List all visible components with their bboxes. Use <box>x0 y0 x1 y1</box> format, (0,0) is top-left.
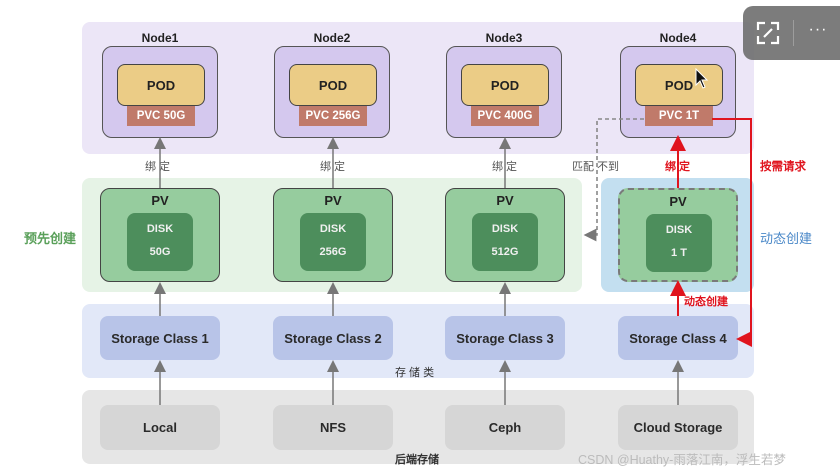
storage-class-band-label: 存 储 类 <box>395 367 435 379</box>
watermark: CSDN @Huathy-雨落江南，浮生若梦 <box>578 453 786 467</box>
disk-label: DISK <box>491 223 519 235</box>
disk: DISK 1 T <box>646 214 712 272</box>
node-title: Node3 <box>485 31 523 45</box>
disk-label: DISK <box>146 223 174 235</box>
node-box: POD PVC 400G <box>446 46 562 138</box>
node-title: Node4 <box>659 31 697 45</box>
pv-box: PV DISK 256G <box>273 188 393 282</box>
disk-size: 256G <box>319 246 347 258</box>
pod: POD <box>635 64 723 106</box>
expand-icon[interactable] <box>755 20 781 46</box>
backend-storage: Ceph <box>445 405 565 450</box>
node-title: Node1 <box>141 31 179 45</box>
pod: POD <box>289 64 377 106</box>
storage-class: Storage Class 3 <box>445 316 565 360</box>
pvc: PVC 50G <box>127 106 195 126</box>
no-match-label: 匹配 不到 <box>572 161 620 173</box>
dynamic-created-side-label: 动态创建 <box>760 231 813 246</box>
dynamic-created-arrow-label: 动态创建 <box>684 296 728 308</box>
backend-storage: NFS <box>273 405 393 450</box>
backend-storage: Local <box>100 405 220 450</box>
toolbar-divider <box>793 20 794 46</box>
pod: POD <box>461 64 549 106</box>
pv-box: PV DISK 512G <box>445 188 565 282</box>
image-toolbar: ··· <box>743 6 840 60</box>
disk-size: 50G <box>149 246 171 258</box>
disk-size: 512G <box>491 246 519 258</box>
pv-label: PV <box>496 193 514 208</box>
disk: DISK 256G <box>300 213 366 271</box>
pv-box: PV DISK 50G <box>100 188 220 282</box>
bind-label-dynamic: 绑 定 <box>665 161 691 173</box>
pvc: PVC 1T <box>645 106 713 126</box>
pvc: PVC 400G <box>471 106 539 126</box>
node-title: Node2 <box>313 31 351 45</box>
storage-class: Storage Class 4 <box>618 316 738 360</box>
disk-label: DISK <box>665 224 693 236</box>
node-box: POD PVC 1T <box>620 46 736 138</box>
backend-band-label: 后端存储 <box>395 454 439 466</box>
disk-label: DISK <box>319 223 347 235</box>
disk-size: 1 T <box>671 247 687 259</box>
pvc: PVC 256G <box>299 106 367 126</box>
pre-created-label: 预先创建 <box>24 231 77 246</box>
more-options-button[interactable]: ··· <box>808 21 828 38</box>
pv-label: PV <box>151 193 169 208</box>
mouse-cursor-icon <box>695 68 709 89</box>
node-box: POD PVC 50G <box>102 46 218 138</box>
backend-storage: Cloud Storage <box>618 405 738 450</box>
on-demand-request-label: 按需请求 <box>760 161 806 173</box>
disk: DISK 512G <box>472 213 538 271</box>
pod: POD <box>117 64 205 106</box>
pv-box-dynamic: PV DISK 1 T <box>618 188 738 282</box>
pv-label: PV <box>669 194 687 209</box>
node-box: POD PVC 256G <box>274 46 390 138</box>
pv-label: PV <box>324 193 342 208</box>
disk: DISK 50G <box>127 213 193 271</box>
bind-label: 绑 定 <box>145 161 171 173</box>
bind-label: 绑 定 <box>492 161 518 173</box>
storage-class: Storage Class 2 <box>273 316 393 360</box>
storage-class: Storage Class 1 <box>100 316 220 360</box>
bind-label: 绑 定 <box>320 161 346 173</box>
